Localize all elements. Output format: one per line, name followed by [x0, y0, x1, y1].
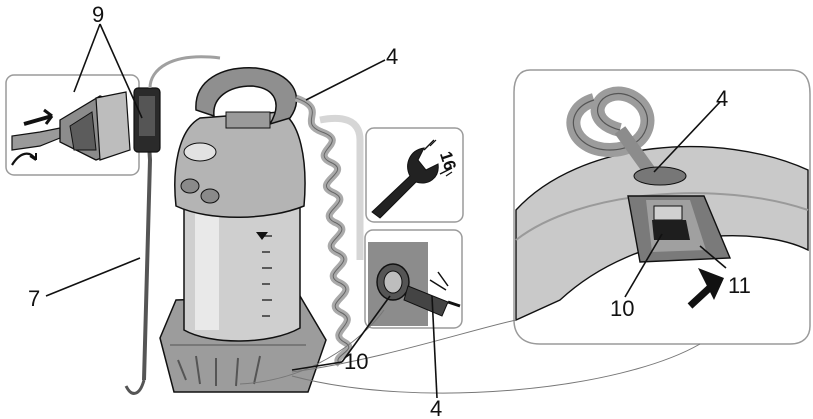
inset-wrench: 16 [365, 127, 464, 223]
sprayer-tank [159, 67, 327, 393]
leader-lines [45, 23, 727, 399]
callouts: 9 4 7 10 4 4 10 11 [28, 2, 751, 419]
callout-4-bottom: 4 [430, 396, 442, 419]
inset-hose-connector [5, 74, 140, 176]
callout-4-top: 4 [386, 44, 398, 69]
callout-10-detail: 10 [610, 296, 634, 321]
callout-7: 7 [28, 286, 40, 311]
inset-bottom-connector [364, 229, 463, 329]
callout-11-detail: 11 [728, 273, 751, 298]
callout-4-detail: 4 [716, 86, 728, 111]
wrench-size-label: 16 [436, 149, 460, 173]
spray-wand [124, 55, 221, 395]
callout-9: 9 [92, 2, 104, 27]
inset-hose-mount-detail [513, 69, 811, 345]
callout-10-bottom: 10 [344, 349, 368, 374]
coiled-hose [294, 94, 364, 367]
magnifier-connector-lines [239, 309, 701, 394]
